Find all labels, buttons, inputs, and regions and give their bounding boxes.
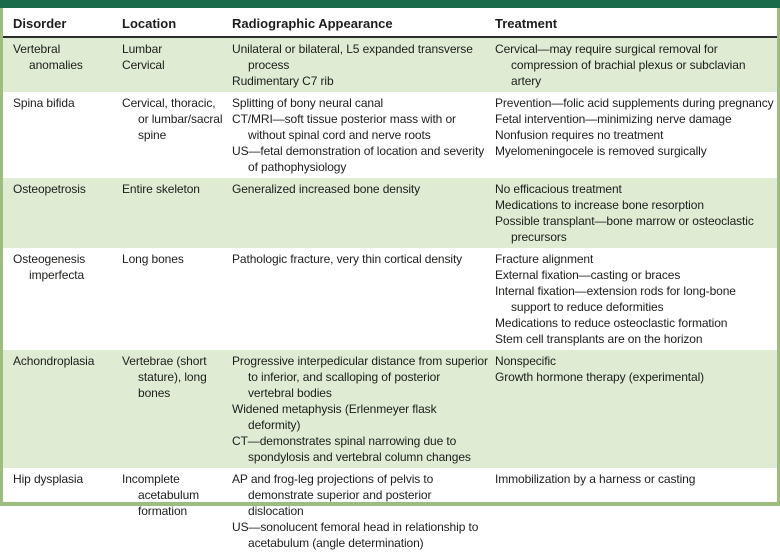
cell-treatment: Prevention—folic acid supplements during… (495, 92, 777, 178)
cell-text: Pathologic fracture, very thin cortical … (232, 252, 463, 266)
cell-location: Cervical, thoracic, or lumbar/sacral spi… (122, 92, 232, 178)
cell-text: CT—demonstrates spinal narrowing due to … (232, 434, 471, 464)
cell-text: Medications to increase bone resorption (495, 198, 704, 212)
cell-treatment: Immobilization by a harness or casting (495, 468, 777, 554)
cell-text: CT/MRI—soft tissue posterior mass with o… (232, 112, 456, 142)
cell-disorder: Osteopetrosis (3, 178, 122, 248)
cell-text: Splitting of bony neural canal (232, 96, 384, 110)
table-row: Achondroplasia Vertebrae (short stature),… (3, 350, 777, 468)
cell-location: Vertebrae (short stature), long bones (122, 350, 232, 468)
cell-text: Nonspecific (495, 354, 556, 368)
cell-text: Possible transplant—bone marrow or osteo… (495, 214, 754, 244)
cell-text: Spina bifida (13, 96, 75, 110)
cell-location: Entire skeleton (122, 178, 232, 248)
cell-text: US—fetal demonstration of location and s… (232, 144, 485, 174)
cell-disorder: Spina bifida (3, 92, 122, 178)
cell-text: Vertebral anomalies (13, 42, 83, 72)
column-header-treatment: Treatment (495, 8, 777, 38)
cell-disorder: Achondroplasia (3, 350, 122, 468)
cell-text: Medications to reduce osteoclastic forma… (495, 316, 728, 330)
disorders-table: Disorder Location Radiographic Appearanc… (3, 8, 777, 554)
cell-text: External fixation—casting or braces (495, 268, 681, 282)
cell-text: Widened metaphysis (Erlenmeyer flask def… (232, 402, 437, 432)
cell-location: Incomplete acetabulum formation (122, 468, 232, 554)
cell-text: Nonfusion requires no treatment (495, 128, 664, 142)
cell-text: Incomplete acetabulum formation (122, 472, 200, 518)
table-row: Osteopetrosis Entire skeleton Generalized … (3, 178, 777, 248)
cell-text: Entire skeleton (122, 182, 200, 196)
cell-text: Generalized increased bone density (232, 182, 421, 196)
cell-text: Hip dysplasia (13, 472, 84, 486)
cell-text: Cervical—may require surgical removal fo… (495, 42, 746, 88)
table-top-bar (0, 0, 780, 8)
cell-radiographic: Progressive interpedicular distance from… (232, 350, 495, 468)
cell-text: Osteopetrosis (13, 182, 86, 196)
cell-radiographic: Unilateral or bilateral, L5 expanded tra… (232, 37, 495, 92)
cell-location: Long bones (122, 248, 232, 350)
cell-text: Rudimentary C7 rib (232, 74, 334, 88)
cell-radiographic: AP and frog-leg projections of pelvis to… (232, 468, 495, 554)
cell-text: Fracture alignment (495, 252, 594, 266)
table-row: Hip dysplasia Incomplete acetabulum forma… (3, 468, 777, 554)
cell-text: Immobilization by a harness or casting (495, 472, 696, 486)
cell-text: Internal fixation—extension rods for lon… (495, 284, 736, 314)
cell-text: Fetal intervention—minimizing nerve dama… (495, 112, 732, 126)
cell-text: US—sonolucent femoral head in relationsh… (232, 520, 479, 550)
header-row: Disorder Location Radiographic Appearanc… (3, 8, 777, 38)
cell-text: Prevention—folic acid supplements during… (495, 96, 774, 110)
table-row: Osteogenesis imperfecta Long bones Patholo… (3, 248, 777, 350)
column-header-location: Location (122, 8, 232, 38)
column-header-disorder: Disorder (3, 8, 122, 38)
cell-text: No efficacious treatment (495, 182, 622, 196)
cell-treatment: Cervical—may require surgical removal fo… (495, 37, 777, 92)
cell-text: AP and frog-leg projections of pelvis to… (232, 472, 434, 518)
column-header-radiographic-appearance: Radiographic Appearance (232, 8, 495, 38)
cell-text: Osteogenesis imperfecta (13, 252, 86, 282)
cell-text: Lumbar (122, 42, 163, 56)
cell-radiographic: Pathologic fracture, very thin cortical … (232, 248, 495, 350)
cell-text: Achondroplasia (13, 354, 95, 368)
table-row: Spina bifida Cervical, thoracic, or lumba… (3, 92, 777, 178)
cell-text: Growth hormone therapy (experimental) (495, 370, 705, 384)
cell-radiographic: Generalized increased bone density (232, 178, 495, 248)
cell-text: Unilateral or bilateral, L5 expanded tra… (232, 42, 473, 72)
cell-text: Stem cell transplants are on the horizon (495, 332, 703, 346)
cell-disorder: Hip dysplasia (3, 468, 122, 554)
cell-disorder: Osteogenesis imperfecta (3, 248, 122, 350)
cell-text: Progressive interpedicular distance from… (232, 354, 488, 400)
cell-disorder: Vertebral anomalies (3, 37, 122, 92)
cell-text: Cervical, thoracic, or lumbar/sacral spi… (122, 96, 223, 142)
cell-text: Vertebrae (short stature), long bones (122, 354, 207, 400)
cell-text: Long bones (122, 252, 184, 266)
cell-text: Cervical (122, 58, 165, 72)
cell-text: Myelomeningocele is removed surgically (495, 144, 707, 158)
